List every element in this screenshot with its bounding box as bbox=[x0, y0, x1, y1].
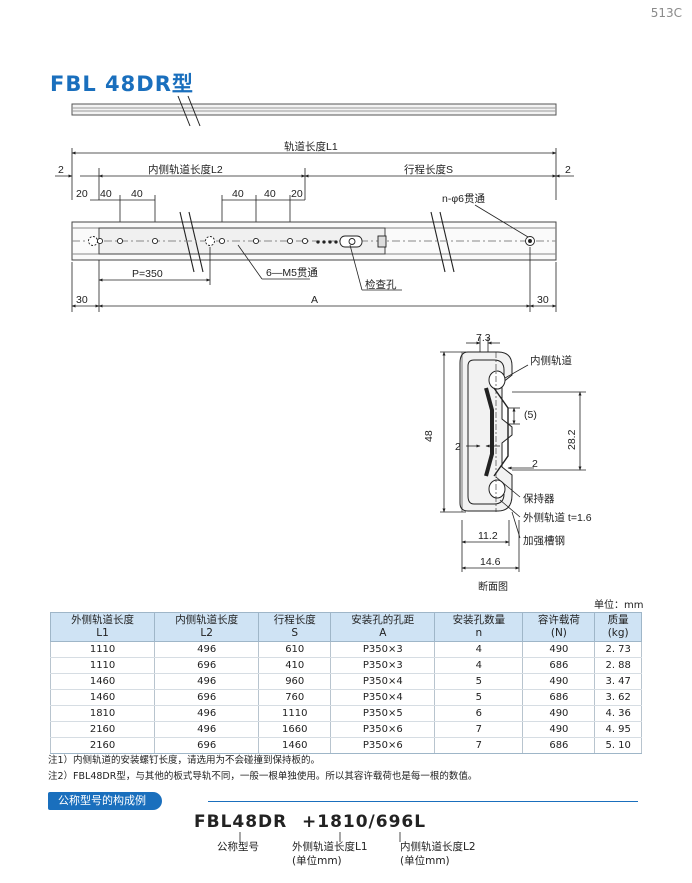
page-title: FBL 48DR型 bbox=[50, 72, 194, 96]
label-outer-unit: (单位mm) bbox=[292, 855, 342, 867]
m5-label: 6—M5贯通 bbox=[266, 267, 318, 279]
technical-drawing: 轨道长度L1 内侧轨道长度L2 行程长度S 2 2 20 40 40 40 40… bbox=[55, 95, 592, 593]
dim-2-b: 2 bbox=[532, 458, 538, 470]
dim-40-a: 40 bbox=[100, 188, 112, 200]
reinforced-steel-label: 加强槽钢 bbox=[523, 534, 565, 547]
th-load: 容许载荷(N) bbox=[522, 612, 596, 642]
cross-section bbox=[459, 351, 513, 512]
note-1: 注1）内侧轨道的安装螺钉长度，请选用为不会碰撞到保持板的。 bbox=[48, 755, 321, 766]
example-rule bbox=[208, 801, 638, 802]
outer-rail-label: 外侧轨道 t=1.6 bbox=[523, 511, 592, 524]
dim-rail-length: 轨道长度L1 bbox=[284, 140, 338, 153]
note-2: 注2）FBL48DR型，与其他的板式导轨不同，一般一根单独使用。所以其容许载荷也… bbox=[48, 771, 478, 782]
section-caption: 断面图 bbox=[478, 580, 508, 593]
dim-40-d: 40 bbox=[264, 188, 276, 200]
dim-30-right: 30 bbox=[537, 294, 549, 306]
dim-stroke: 行程长度S bbox=[404, 163, 453, 176]
dim-5: (5) bbox=[524, 409, 537, 421]
dim-2-right: 2 bbox=[565, 164, 571, 176]
label-inner-unit: (单位mm) bbox=[400, 855, 450, 867]
dim-2-a: 2 bbox=[455, 441, 461, 453]
label-outer: 外侧轨道长度L1 bbox=[292, 841, 368, 853]
dim-A: A bbox=[311, 294, 318, 306]
inner-rail-label: 内侧轨道 bbox=[530, 354, 572, 367]
label-model: 公称型号 bbox=[217, 841, 259, 853]
retainer-label: 保持器 bbox=[523, 492, 555, 505]
through-hole-label: n-φ6贯通 bbox=[442, 193, 485, 205]
dim-20-b: 20 bbox=[291, 188, 303, 200]
model-suffix: +1810/696L bbox=[302, 812, 427, 832]
mounting-holes bbox=[88, 235, 535, 248]
side-view-rail bbox=[71, 211, 557, 273]
dim-48: 48 bbox=[423, 430, 435, 442]
dim-20-a: 20 bbox=[76, 188, 88, 200]
dim-inner-rail-length: 内侧轨道长度L2 bbox=[148, 163, 223, 176]
dim-11-2: 11.2 bbox=[478, 530, 498, 542]
dim-30-left: 30 bbox=[76, 294, 88, 306]
page-number: 513C bbox=[650, 6, 682, 20]
units-label: 单位：mm bbox=[594, 600, 644, 611]
label-inner: 内侧轨道长度L2 bbox=[400, 841, 476, 853]
dim-40-c: 40 bbox=[232, 188, 244, 200]
top-view-rail bbox=[71, 95, 557, 127]
dim-28-2: 28.2 bbox=[566, 429, 578, 450]
inspection-hole-label: 检查孔 bbox=[365, 278, 397, 291]
th-mass: 质量(kg) bbox=[594, 612, 642, 642]
dim-14-6: 14.6 bbox=[480, 556, 501, 568]
example-heading: 公称型号的构成例 bbox=[48, 792, 162, 810]
example-heading-bar: 公称型号的构成例 bbox=[48, 792, 638, 810]
pitch-label: P=350 bbox=[132, 268, 163, 280]
dim-40-b: 40 bbox=[131, 188, 143, 200]
dim-2-left: 2 bbox=[58, 164, 64, 176]
model-code: FBL48DR bbox=[194, 812, 288, 832]
example-leader-lines bbox=[239, 832, 401, 842]
dim-7-3: 7.3 bbox=[476, 332, 491, 344]
